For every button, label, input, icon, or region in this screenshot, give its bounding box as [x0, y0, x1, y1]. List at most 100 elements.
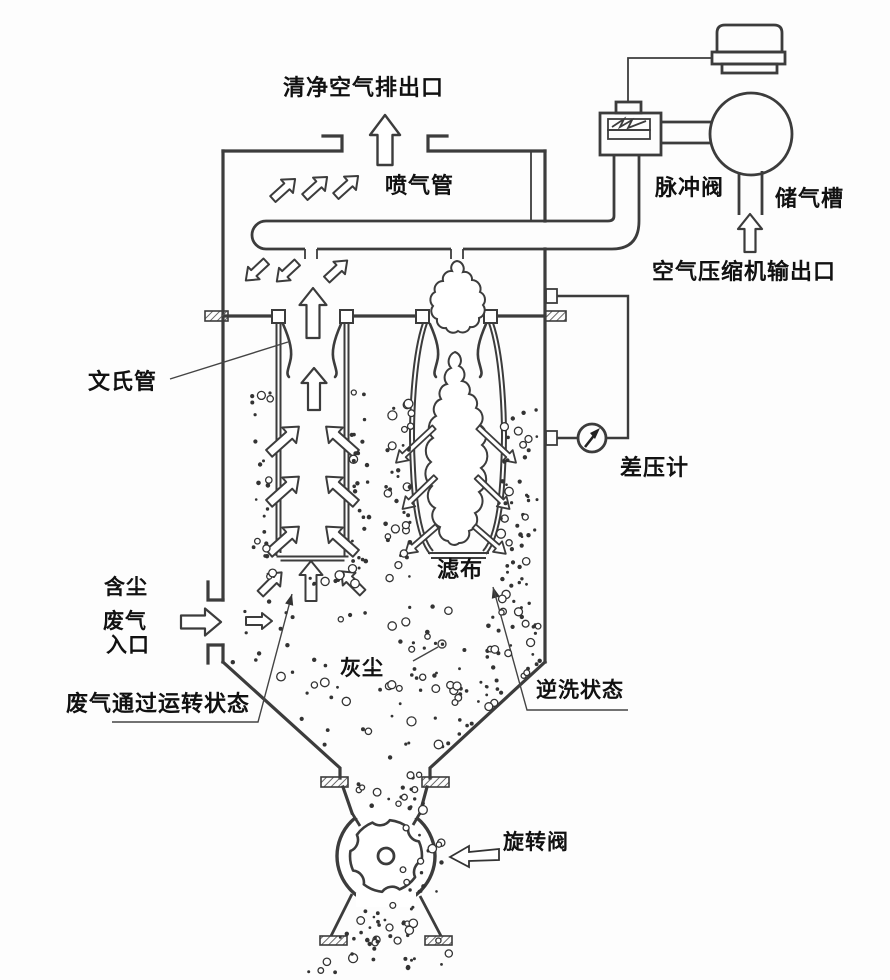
dust-dot	[531, 653, 535, 656]
dust-dot	[341, 696, 352, 707]
dust-dot	[285, 643, 290, 648]
dust-dot	[509, 547, 514, 552]
dust-dot	[351, 559, 355, 563]
label-blow-pipe: 喷气管	[385, 173, 454, 198]
dust-dot	[256, 390, 267, 401]
flow-arrow-icon	[265, 475, 300, 508]
dust-dot	[407, 741, 411, 745]
flow-arrows	[179, 113, 764, 637]
gauge-needle-icon	[590, 428, 600, 439]
rotary-valve	[319, 800, 500, 946]
pulse-valve	[598, 100, 663, 157]
dust-dot	[522, 455, 528, 460]
dust-dot	[505, 483, 508, 487]
dust-dot	[372, 787, 382, 797]
dust-dot	[412, 667, 417, 671]
rotor-star	[348, 818, 424, 894]
dust-dot	[506, 435, 510, 440]
dust-dot	[338, 936, 342, 939]
dust-dot	[413, 797, 417, 801]
dust-dot	[509, 644, 513, 647]
dust-dot	[404, 555, 409, 560]
dust-dot	[290, 670, 295, 674]
dust-dot	[435, 890, 438, 893]
dust-dot	[415, 771, 423, 779]
dust-dot	[392, 406, 396, 410]
dust-dot	[395, 684, 403, 692]
dust-dot	[365, 937, 370, 943]
dust-dot	[433, 716, 437, 720]
dust-dot	[417, 804, 428, 815]
flow-arrow-icon	[244, 257, 270, 282]
dust-dot	[419, 871, 424, 875]
dust-dot	[411, 641, 415, 645]
dust-dot	[399, 549, 409, 558]
dust-dot	[510, 416, 515, 421]
blowpipe	[250, 155, 641, 259]
dust-dot	[499, 422, 510, 432]
dust-dot	[385, 538, 390, 543]
dust-dot	[408, 575, 411, 578]
dust-dot	[534, 408, 538, 412]
dust-dot	[317, 967, 325, 974]
dust-dot	[435, 671, 438, 675]
dust-dot	[422, 646, 426, 650]
dust-dot	[383, 918, 387, 922]
dust-dot	[266, 394, 275, 403]
dust-dot	[357, 556, 361, 560]
dust-dot	[262, 530, 267, 534]
label-clean-air-outlet: 清净空气排出口	[283, 75, 444, 100]
dust-dot	[485, 693, 489, 697]
dust-dot	[484, 702, 494, 712]
dust-dot	[348, 612, 353, 618]
dust-dot	[496, 628, 501, 633]
pulse-cloud	[424, 350, 489, 546]
pulse-cloud	[429, 259, 486, 334]
dust-dot	[458, 718, 462, 722]
dust-dot	[526, 448, 531, 453]
dust-dot	[336, 685, 339, 689]
dust-dot	[421, 884, 426, 889]
venturi-tube	[281, 322, 293, 379]
dust-dot	[366, 514, 372, 520]
flow-arrow-icon	[325, 525, 360, 558]
dust-dot	[506, 570, 509, 574]
dust-dot	[435, 937, 442, 944]
dust-dot	[254, 658, 258, 662]
flow-arrow-icon	[265, 525, 300, 558]
dust-dot	[404, 925, 415, 936]
dust-dot	[361, 515, 366, 519]
dust-dot	[408, 645, 416, 653]
venturi-tube	[476, 322, 488, 379]
dust-dot	[433, 739, 444, 750]
flow-arrow-icon	[368, 113, 402, 167]
dust-dot	[365, 480, 370, 484]
dust-dot	[243, 609, 247, 614]
dust-dot	[534, 662, 539, 667]
dust-dot	[403, 398, 414, 409]
dust-dot	[517, 580, 521, 585]
dust-dot	[517, 564, 522, 570]
dust-dot	[500, 576, 505, 582]
dust-dot	[526, 498, 531, 503]
dust-dot	[424, 633, 431, 640]
dust-dot	[477, 700, 480, 703]
flow-arrow-icon	[275, 258, 301, 283]
flow-arrow-icon	[245, 612, 273, 630]
dust-dot	[495, 687, 500, 691]
dust-dot	[519, 543, 524, 548]
label-backwash-state: 逆洗状态	[536, 678, 624, 702]
dust-dot	[357, 508, 362, 513]
dust-dot	[357, 566, 361, 570]
dust-dot	[410, 958, 413, 962]
dust-dot	[333, 970, 337, 975]
dust-dot	[405, 964, 411, 970]
dust-dot	[388, 487, 392, 492]
dust-dot	[509, 583, 514, 588]
dust-dot	[384, 485, 388, 489]
dust-dot	[353, 451, 358, 456]
dust-dot	[408, 888, 412, 892]
flow-arrow-icon	[298, 286, 328, 340]
dust-dot	[351, 539, 354, 543]
dust-dot	[337, 616, 345, 623]
